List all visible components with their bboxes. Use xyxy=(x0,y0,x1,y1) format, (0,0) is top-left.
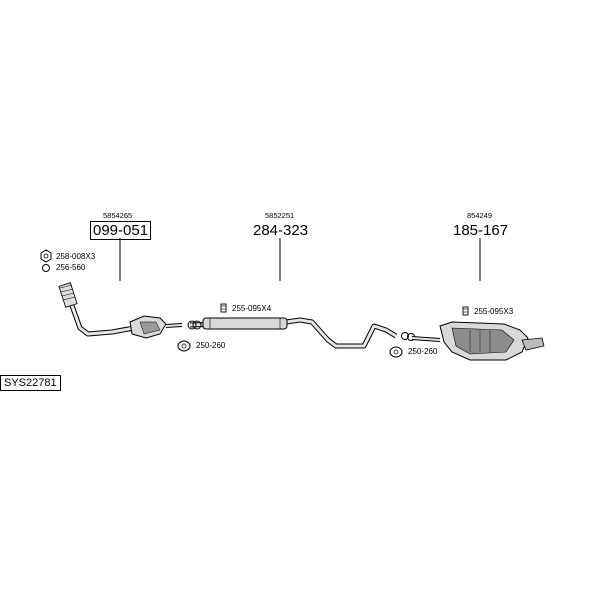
bracket-label-1[interactable]: 250-260 xyxy=(196,341,226,350)
clamp-label-2[interactable]: 255-095X3 xyxy=(474,307,514,316)
middle-pipe-silencer[interactable] xyxy=(187,317,398,349)
system-code: SYS22781 xyxy=(0,375,61,391)
oe-number-middle: 5852251 xyxy=(265,211,295,220)
nut-label[interactable]: 258-008X3 xyxy=(56,252,96,261)
oe-number-rear: 854249 xyxy=(467,211,493,220)
front-pipe-catalyst[interactable] xyxy=(58,282,183,339)
rear-silencer[interactable] xyxy=(401,321,545,361)
gasket-icon xyxy=(42,264,50,272)
nut-icon xyxy=(40,249,52,263)
bracket-label-2[interactable]: 250-260 xyxy=(408,347,438,356)
gasket-label[interactable]: 256-560 xyxy=(56,263,86,272)
clamp-icon xyxy=(462,306,469,316)
part-number-rear[interactable]: 185-167 xyxy=(453,222,509,239)
oe-number-front: 5854265 xyxy=(103,211,133,220)
part-number-front[interactable]: 099-051 xyxy=(90,221,152,240)
bracket-icon xyxy=(389,346,403,358)
clamp-label-1[interactable]: 255-095X4 xyxy=(232,304,272,313)
clamp-icon xyxy=(220,303,227,313)
part-number-middle[interactable]: 284-323 xyxy=(253,222,309,239)
bracket-icon xyxy=(177,340,191,352)
